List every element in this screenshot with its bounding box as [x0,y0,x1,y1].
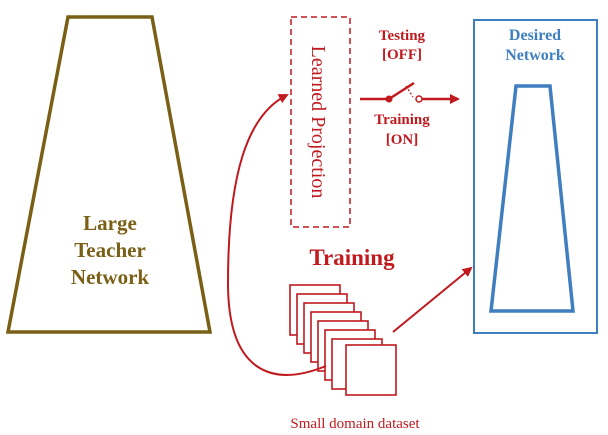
switch-testing-state: [OFF] [382,47,422,63]
switch-testing-label: Testing [379,28,426,44]
switch-lever [388,81,415,101]
teacher-network: Large Teacher Network [5,15,213,334]
switch-training-state: [ON] [386,132,419,148]
desired-network-frame [473,19,598,334]
dataset-to-projection-arrow [226,94,327,376]
dataset-stack [289,284,397,396]
teacher-label-line-1: Large [83,211,137,235]
dataset-to-desired-arrow [392,266,473,333]
teacher-network-shape [5,15,213,334]
learned-projection-label: Learned Projection [307,46,329,199]
desired-label-line-2: Network [505,47,565,64]
switch: Testing [OFF] Training [ON] [360,28,460,148]
learned-projection: Learned Projection [290,16,351,228]
training-label: Training [309,245,395,270]
learned-projection-box [290,16,351,228]
switch-contact-right [415,95,423,103]
desired-network: Desired Network [473,19,598,334]
teacher-label-line-3: Network [71,265,149,289]
desired-network-shape [489,84,575,313]
teacher-label-line-2: Teacher [74,238,146,262]
dataset-caption: Small domain dataset [290,416,420,432]
switch-training-label: Training [374,112,430,128]
desired-label-line-1: Desired [509,27,561,44]
dataset-card [345,344,397,396]
switch-guide [405,85,414,98]
